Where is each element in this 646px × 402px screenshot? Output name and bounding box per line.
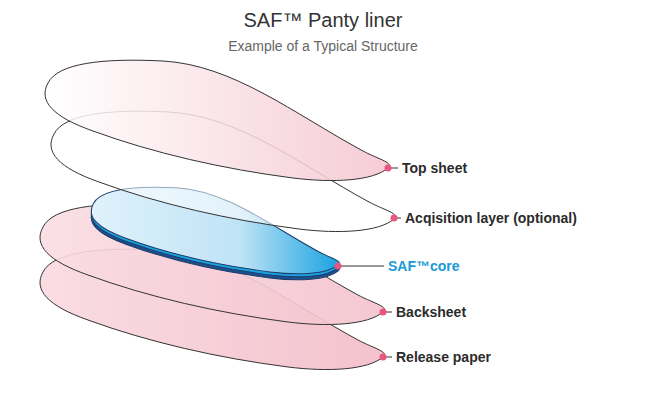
- part-name: SAF™core: [388, 258, 460, 275]
- part-name: Acqisition layer (optional): [405, 210, 577, 227]
- part-name: Backsheet: [396, 304, 466, 321]
- top-sheet-layer: [45, 60, 390, 180]
- leader-dot: [391, 215, 398, 222]
- leader-line: [338, 266, 384, 267]
- subtitle: Example of a Typical Structure: [228, 38, 418, 55]
- leader-dot: [335, 263, 342, 270]
- diagram-title: SAF™ Panty liner: [244, 8, 403, 32]
- leader-dot: [385, 165, 392, 172]
- leader-dot: [380, 354, 387, 361]
- part-name: Top sheet: [402, 160, 467, 177]
- part-name: Release paper: [396, 349, 491, 366]
- leader-dot: [380, 309, 387, 316]
